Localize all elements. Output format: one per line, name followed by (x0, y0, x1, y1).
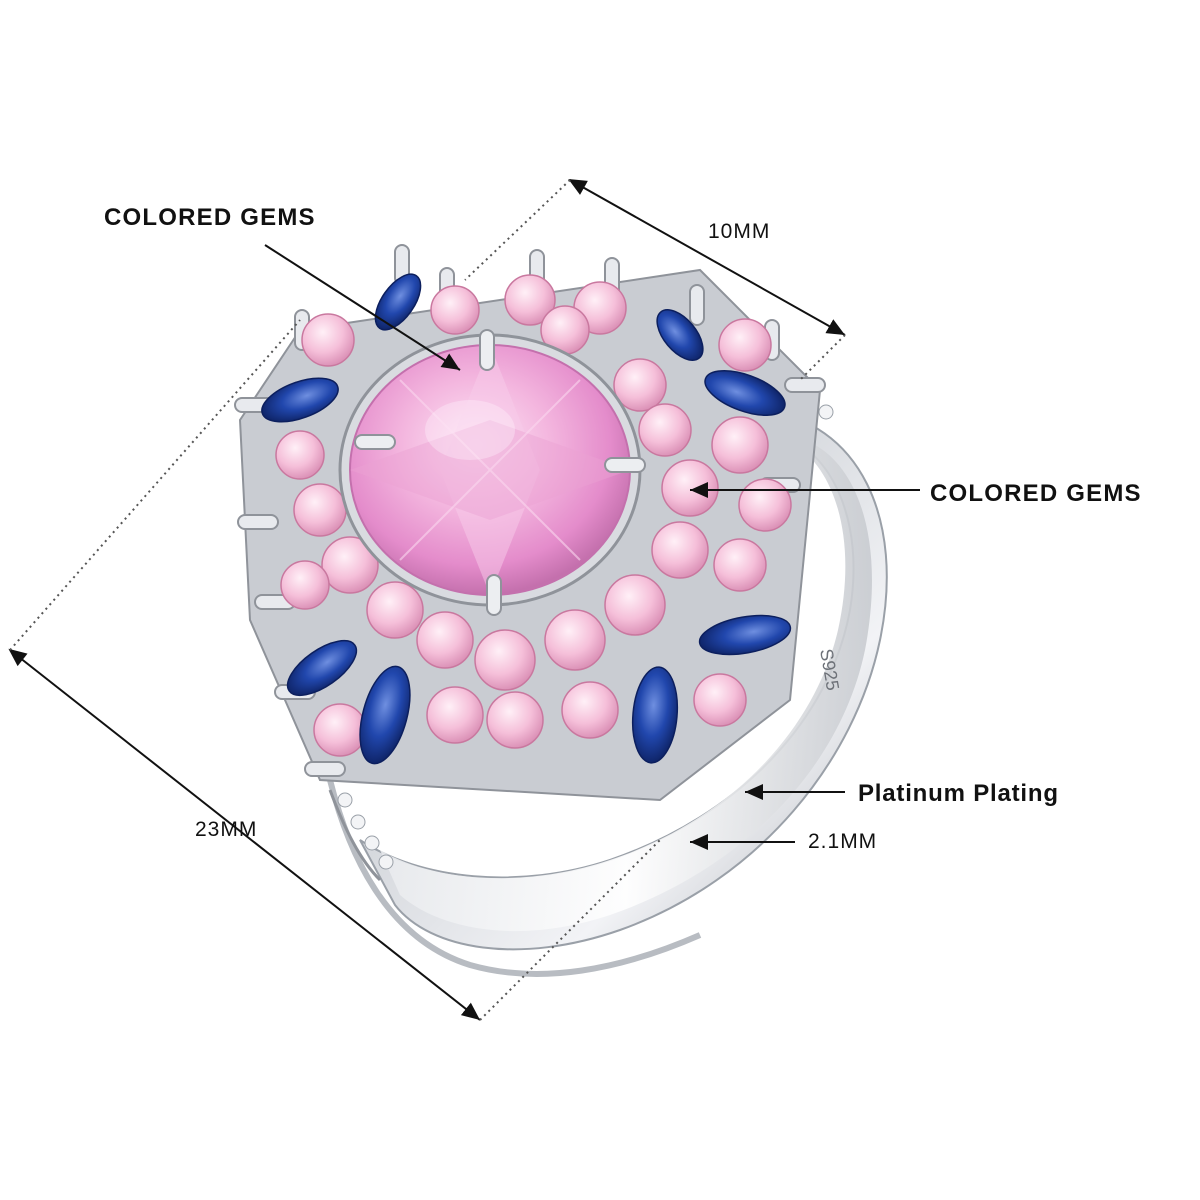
width-dimension-guide-right (799, 334, 846, 381)
ring-setting (234, 244, 826, 802)
length-dimension-guide-top (9, 319, 301, 651)
width-dimension-arrow (568, 179, 846, 336)
center-pink-stone (338, 329, 646, 616)
width-label: 10MM (708, 220, 771, 243)
colored-gems-label-top: COLORED GEMS (104, 204, 316, 231)
annotation-lines (8, 179, 920, 1021)
width-dimension-guide-left (464, 179, 571, 281)
length-dimension-guide-bottom (479, 839, 661, 1021)
colored-gems-label-right: COLORED GEMS (930, 480, 1142, 507)
thickness-label: 2.1MM (808, 830, 878, 853)
gems-pointer-top (264, 244, 461, 371)
length-label: 23MM (195, 818, 258, 841)
platinum-plating-label: Platinum Plating (858, 780, 1059, 807)
length-dimension-arrow (8, 648, 481, 1021)
